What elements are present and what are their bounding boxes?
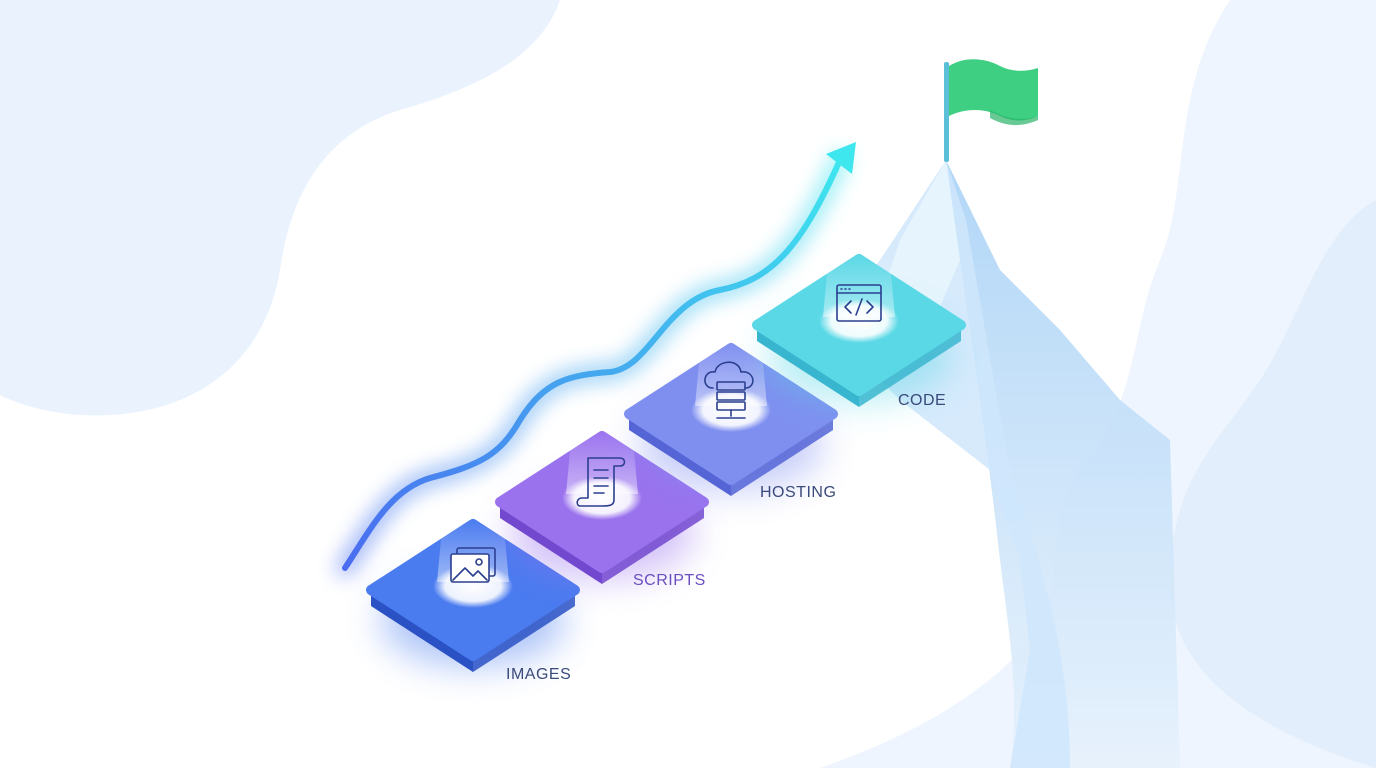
steps-group [366,253,966,672]
scroll-body [576,457,626,507]
step-label-code: CODE [898,392,947,409]
scroll-document-icon [576,457,626,507]
scroll-lines [593,469,609,494]
background-blob-far-right [1168,200,1376,768]
cloud-outline [704,361,754,389]
code-window-frame [836,284,882,322]
step-platform-code [752,253,966,407]
mountain-back-slope [946,160,1180,768]
flag-icon [944,59,1038,162]
image-mountains [452,567,488,581]
flag-pole [944,62,949,162]
step-label-hosting: HOSTING [760,484,837,501]
code-brackets [844,298,874,316]
step-platform-hosting [624,342,838,496]
growth-arrow-line [342,157,843,571]
code-window-icon [836,284,882,322]
server-unit-2 [716,391,746,401]
server-unit-1 [716,381,746,391]
image-gallery-icon [450,547,496,583]
step-label-images: IMAGES [506,666,572,683]
step-platform-images [366,518,580,672]
step-label-scripts: SCRIPTS [633,572,706,589]
growth-arrow-icon [337,142,856,576]
step-platform-scripts [495,430,709,584]
server-connector [716,409,746,419]
growth-arrow-head [826,142,856,174]
flag-shade [990,110,1038,126]
light-beam [695,342,767,406]
flag-cloth [949,59,1038,121]
background-blob-left [0,0,560,416]
image-sun [475,558,483,566]
image-frame-front [450,553,490,583]
spotlight [562,476,642,520]
cloud-server-icon [704,361,754,419]
light-beam [566,430,638,494]
